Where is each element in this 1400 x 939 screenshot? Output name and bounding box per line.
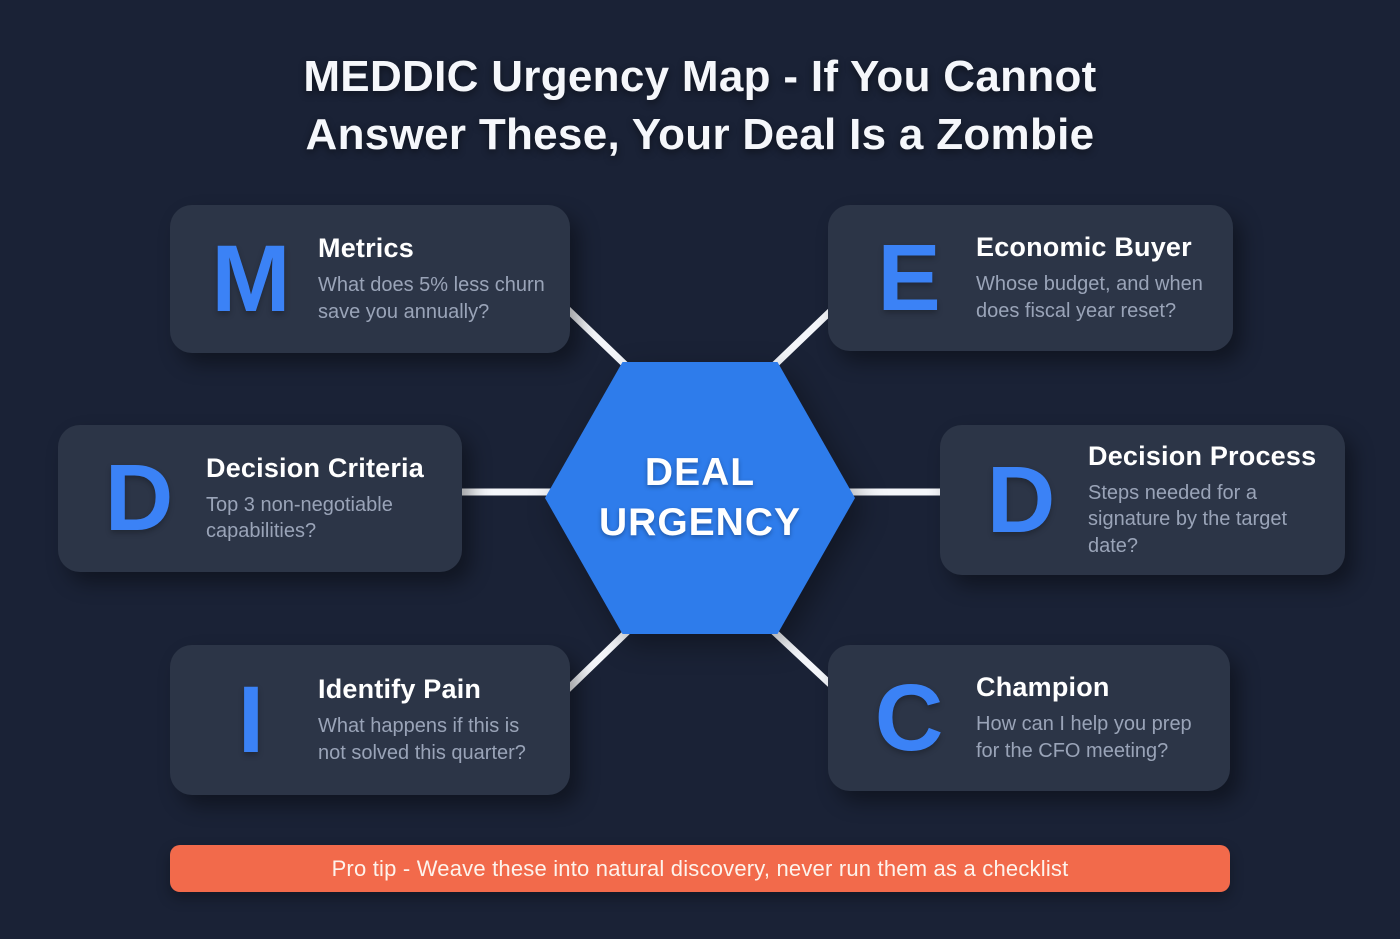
card-metrics-title: Metrics [318,233,414,264]
card-champion-letter: C [874,664,944,771]
card-decision-process-letter: D [986,446,1056,553]
card-decision-criteria-title: Decision Criteria [206,452,424,483]
card-decision-process-question: Steps needed for a signature by the targ… [1088,481,1288,557]
pro-tip-text: Pro tip - Weave these into natural disco… [331,855,1069,881]
card-decision-criteria-letter: D [104,445,174,551]
card-metrics: M Metrics What does 5% less churn save y… [170,205,570,353]
card-metrics-question: What does 5% less churn save you annuall… [318,274,545,323]
page-title-line1: MEDDIC Urgency Map - If You Cannot [303,52,1097,101]
page-title: MEDDIC Urgency Map - If You Cannot Answe… [0,48,1400,164]
card-identify-pain-question: What happens if this is not solved this … [318,715,526,764]
card-identify-pain-letter: I [237,666,265,773]
card-identify-pain-title: Identify Pain [318,674,482,705]
card-economic-buyer-question: Whose budget, and when does fiscal year … [976,273,1203,322]
card-economic-buyer: E Economic Buyer Whose budget, and when … [828,205,1233,351]
card-metrics-letter: M [211,225,291,332]
card-decision-process: D Decision Process Steps needed for a si… [940,425,1345,575]
card-champion-question: How can I help you prep for the CFO meet… [976,713,1192,762]
card-identify-pain: I Identify Pain What happens if this is … [170,645,570,795]
card-economic-buyer-letter: E [877,224,941,331]
card-decision-criteria: D Decision Criteria Top 3 non-negotiable… [58,425,462,572]
center-label-line1: DEAL [644,451,756,494]
pro-tip-banner: Pro tip - Weave these into natural disco… [170,845,1230,892]
card-champion: C Champion How can I help you prep for t… [828,645,1230,791]
center-label-line2: URGENCY [598,501,802,544]
card-decision-criteria-question: Top 3 non-negotiable capabilities? [206,493,393,542]
card-champion-title: Champion [976,672,1110,703]
center-hexagon-shape: DEAL URGENCY [545,362,855,634]
card-economic-buyer-title: Economic Buyer [976,232,1192,263]
card-decision-process-title: Decision Process [1088,440,1317,471]
center-hexagon: DEAL URGENCY [545,362,855,634]
page-title-line2: Answer These, Your Deal Is a Zombie [305,110,1095,160]
